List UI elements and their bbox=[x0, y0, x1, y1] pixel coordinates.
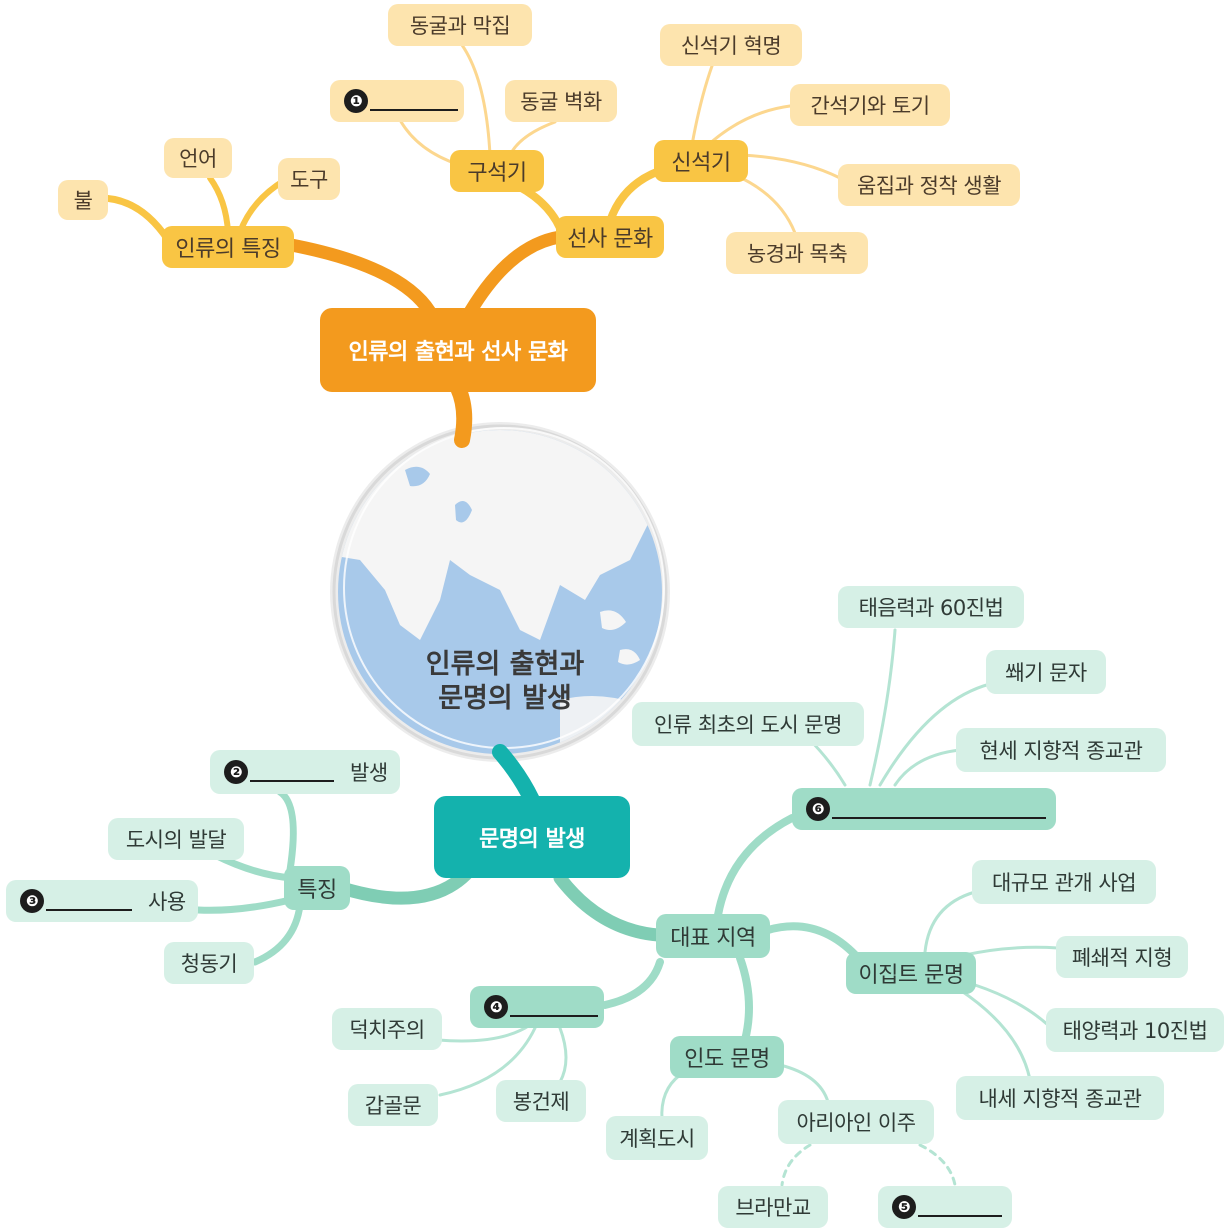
pit-house-settlement-node: 움집과 정착 생활 bbox=[838, 164, 1020, 206]
closed-terrain-node: 폐쇄적 지형 bbox=[1056, 936, 1188, 978]
cave-painting-node: 동굴 벽화 bbox=[505, 80, 617, 122]
planned-city-node: 계획도시 bbox=[606, 1116, 708, 1160]
irrigation-node: 대규모 관개 사업 bbox=[972, 860, 1156, 904]
blank-4-node: ❹ bbox=[470, 986, 604, 1028]
center-title-line1: 인류의 출현과 bbox=[425, 649, 585, 680]
blank-6-node: ❻ bbox=[792, 788, 1056, 830]
paleolithic-node: 구석기 bbox=[450, 150, 544, 192]
india-civilization-node: 인도 문명 bbox=[670, 1036, 784, 1078]
blank-1-number: ❶ bbox=[344, 89, 368, 113]
blank-3-node: ❸ 사용 bbox=[6, 880, 198, 922]
neolithic-revolution-node: 신석기 혁명 bbox=[660, 24, 802, 66]
neolithic-node: 신석기 bbox=[654, 140, 748, 182]
blank-3-suffix: 사용 bbox=[148, 890, 186, 914]
aryan-migration-node: 아리아인 이주 bbox=[778, 1100, 934, 1144]
representative-regions-node: 대표 지역 bbox=[656, 914, 770, 958]
cave-and-hut-node: 동굴과 막집 bbox=[388, 4, 532, 46]
feudalism-node: 봉건제 bbox=[496, 1080, 586, 1122]
city-development-node: 도시의 발달 bbox=[108, 818, 244, 860]
bronze-node: 청동기 bbox=[164, 942, 254, 984]
human-features-node: 인류의 특징 bbox=[162, 226, 294, 268]
blank-1-line bbox=[370, 91, 458, 111]
blank-4-number: ❹ bbox=[484, 995, 508, 1019]
oracle-bone-node: 갑골문 bbox=[348, 1084, 438, 1126]
prehistoric-culture-node: 선사 문화 bbox=[556, 216, 664, 258]
tools-node: 도구 bbox=[278, 158, 340, 200]
blank-1-node: ❶ bbox=[330, 80, 464, 122]
blank-6-number: ❻ bbox=[806, 797, 830, 821]
egypt-civilization-node: 이집트 문명 bbox=[846, 952, 976, 994]
lunar-calendar-node: 태음력과 60진법 bbox=[838, 586, 1024, 628]
blank-2-suffix: 발생 bbox=[350, 761, 388, 785]
brahmanism-node: 브라만교 bbox=[718, 1186, 828, 1228]
blank-5-line bbox=[918, 1197, 1002, 1217]
blank-2-number: ❷ bbox=[224, 760, 248, 784]
center-title: 인류의 출현과 문명의 발생 bbox=[390, 648, 620, 716]
blank-3-number: ❸ bbox=[20, 889, 44, 913]
blank-2-line bbox=[250, 762, 334, 782]
blank-5-node: ❺ bbox=[878, 1186, 1012, 1228]
first-city-civilization-node: 인류 최초의 도시 문명 bbox=[632, 702, 864, 746]
solar-calendar-node: 태양력과 10진법 bbox=[1046, 1008, 1224, 1052]
blank-6-line bbox=[832, 799, 1046, 819]
prehistory-title: 인류의 출현과 선사 문화 bbox=[320, 308, 596, 392]
worldly-religion-node: 현세 지향적 종교관 bbox=[956, 728, 1166, 772]
farming-herding-node: 농경과 목축 bbox=[726, 232, 868, 274]
center-title-line2: 문명의 발생 bbox=[438, 683, 572, 714]
rule-by-virtue-node: 덕치주의 bbox=[332, 1008, 442, 1050]
polished-stone-pottery-node: 간석기와 토기 bbox=[790, 84, 950, 126]
blank-2-node: ❷ 발생 bbox=[210, 750, 400, 794]
cuneiform-node: 쐐기 문자 bbox=[986, 650, 1106, 694]
blank-5-number: ❺ bbox=[892, 1195, 916, 1219]
fire-node: 불 bbox=[58, 180, 108, 220]
afterlife-religion-node: 내세 지향적 종교관 bbox=[956, 1076, 1164, 1120]
civilization-title: 문명의 발생 bbox=[434, 796, 630, 878]
blank-4-line bbox=[510, 997, 598, 1017]
language-node: 언어 bbox=[164, 138, 232, 178]
traits-node: 특징 bbox=[284, 866, 350, 910]
blank-3-line bbox=[46, 891, 132, 911]
